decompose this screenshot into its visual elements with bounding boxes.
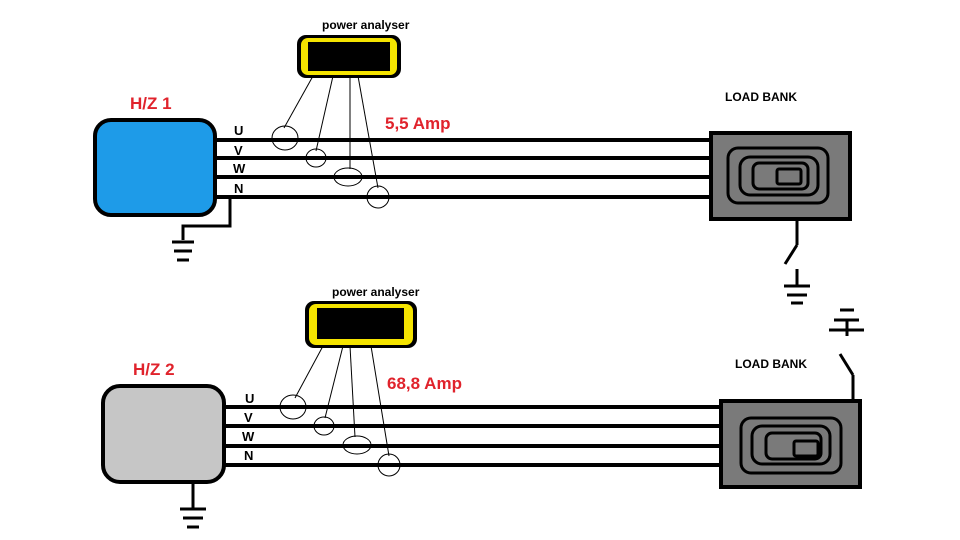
clamp-w-2 xyxy=(342,435,372,455)
generator-2-label: H/Z 2 xyxy=(133,360,175,379)
generator-1-box xyxy=(93,118,217,217)
current-reading-1: 5,5 Amp xyxy=(385,114,451,133)
analyser-1-label: power analyser xyxy=(322,18,410,32)
phase-label-n-1: N xyxy=(234,181,243,196)
phase-label-u-1: U xyxy=(234,123,243,138)
clamp-n-1 xyxy=(366,185,390,209)
load-bank-2-label: LOAD BANK xyxy=(735,357,807,371)
clamp-n-2 xyxy=(377,453,401,477)
load-bank-1-label: LOAD BANK xyxy=(725,90,797,104)
phase-label-v-2: V xyxy=(244,410,253,425)
phase-label-w-2: W xyxy=(242,429,255,444)
system-1: H/Z 1 U V W N power analyser xyxy=(93,18,852,305)
generator-1-label: H/Z 1 xyxy=(130,94,172,113)
clamp-u-2 xyxy=(279,394,307,420)
clamps-2 xyxy=(279,345,401,477)
current-reading-2: 68,8 Amp xyxy=(387,374,462,393)
clamps-1 xyxy=(271,75,390,209)
load-bank-2-icon xyxy=(739,416,843,475)
generator-2-ground xyxy=(180,482,206,529)
analyser-2-screen xyxy=(317,308,404,339)
system-2: H/Z 2 U V W N power analyser xyxy=(101,285,864,529)
load-bank-1-icon xyxy=(726,146,830,205)
clamp-v-1 xyxy=(305,148,327,168)
phase-label-v-1: V xyxy=(234,143,243,158)
generator-2-box xyxy=(101,384,226,484)
phase-label-n-2: N xyxy=(244,448,253,463)
phase-label-w-1: W xyxy=(233,161,246,176)
analyser-1-screen xyxy=(308,42,390,71)
cables-2 xyxy=(224,405,722,467)
cables-1 xyxy=(215,138,712,199)
generator-1-ground xyxy=(172,197,232,262)
load-bank-1-ground xyxy=(783,221,810,305)
load-bank-2-ground xyxy=(829,308,864,400)
clamp-v-2 xyxy=(313,416,335,436)
analyser-2-label: power analyser xyxy=(332,285,420,299)
clamp-w-1 xyxy=(333,167,363,187)
clamp-u-1 xyxy=(271,125,299,151)
phase-label-u-2: U xyxy=(245,391,254,406)
